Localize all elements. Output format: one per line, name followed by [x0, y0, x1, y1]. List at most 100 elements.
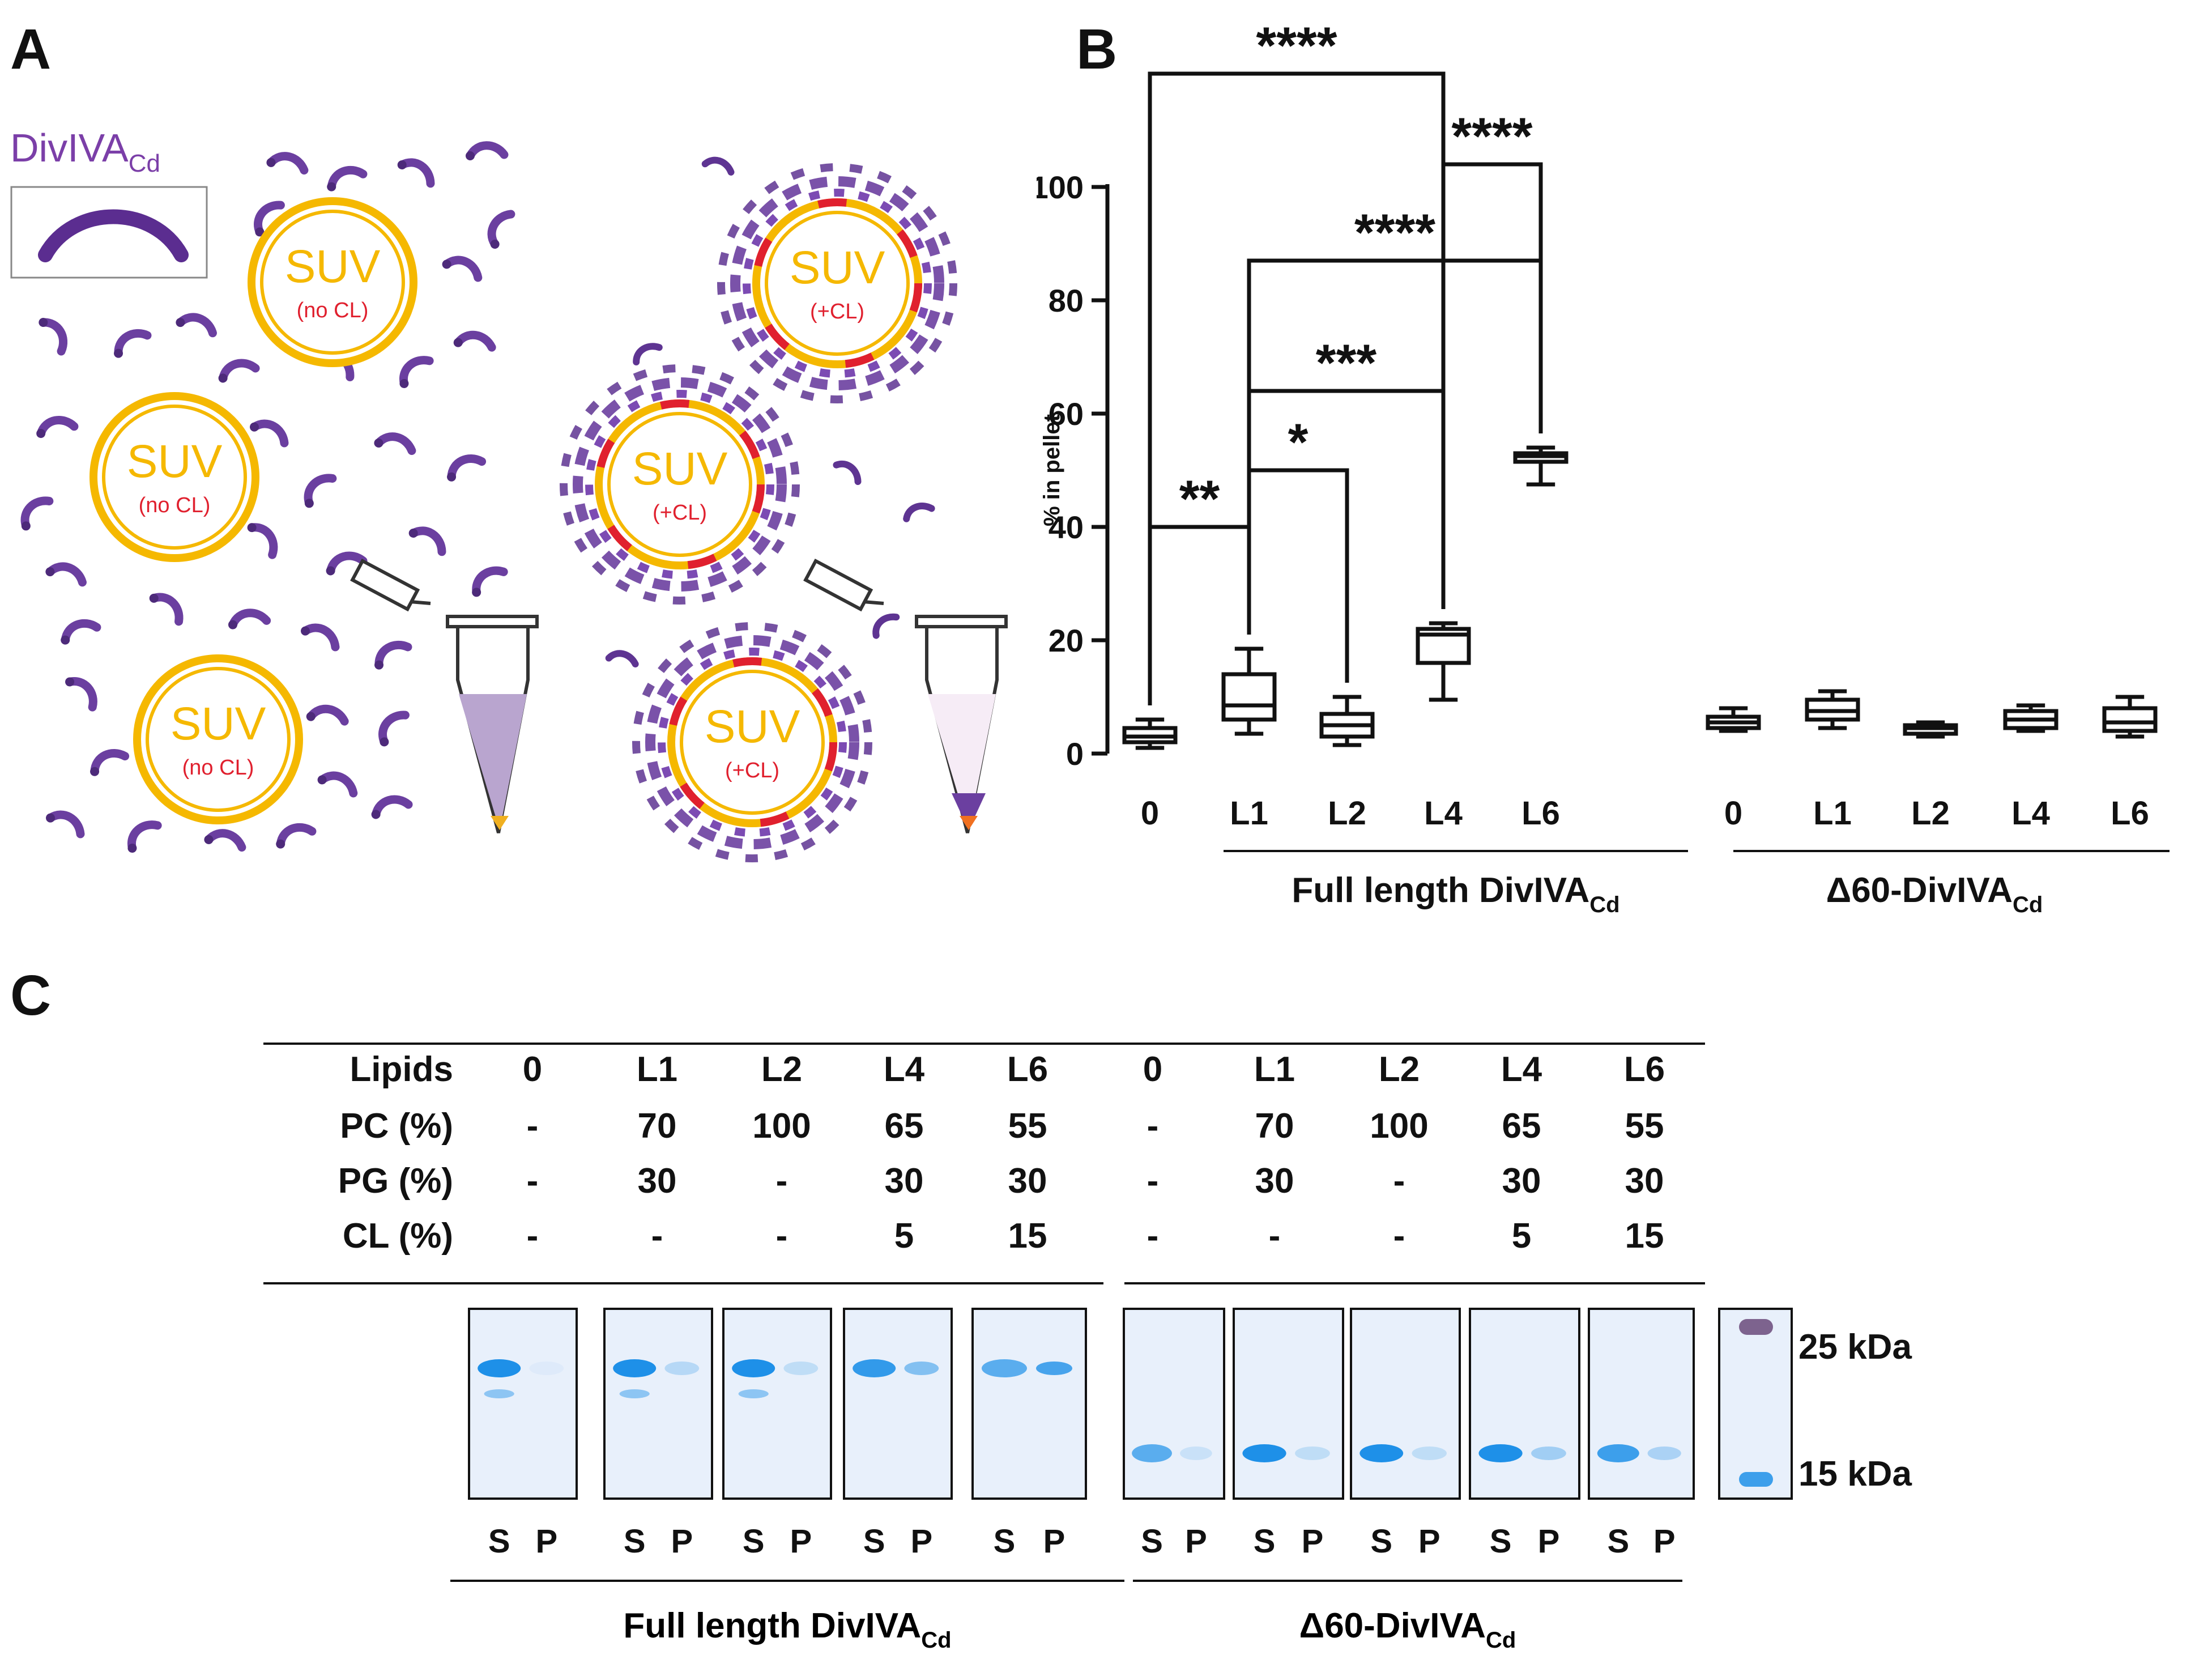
suv-label: SUV [285, 241, 381, 292]
gel-frame [1233, 1308, 1344, 1500]
table-cell: - [1393, 1162, 1405, 1201]
band-minor [738, 1389, 769, 1398]
table-cell: - [527, 1107, 539, 1146]
table-cell: 30 [885, 1162, 924, 1201]
suv-label: SUV [790, 242, 885, 293]
lane-label-p: P [1043, 1523, 1065, 1560]
band-pellet [1180, 1446, 1212, 1460]
suv-plus-cl-3: SUV (+CL) [632, 622, 872, 862]
table-cell: 0 [523, 1050, 542, 1089]
y-tick-label: 100 [1037, 169, 1084, 205]
table-cell: L4 [1501, 1050, 1542, 1089]
lane-label-s: S [624, 1523, 646, 1560]
box-6 [1805, 689, 1860, 730]
table-cell: 70 [638, 1107, 677, 1146]
table-row-label: PG (%) [338, 1162, 453, 1201]
table-cell: L2 [1379, 1050, 1420, 1089]
lane-label-s: S [1370, 1523, 1392, 1560]
sig-bracket-4: **** [1441, 108, 1543, 609]
cl-label: (+CL) [653, 501, 707, 525]
lane-label-p: P [1653, 1523, 1676, 1560]
x-category-label: L1 [1230, 795, 1268, 832]
lane-label-p: P [1302, 1523, 1324, 1560]
sig-bracket-1: * [1247, 414, 1349, 683]
suv-label: SUV [127, 436, 223, 487]
table-cell: 55 [1625, 1107, 1664, 1146]
lane-label-s: S [994, 1523, 1016, 1560]
protein-structure-inset [10, 186, 208, 279]
band-supernatant [982, 1359, 1027, 1377]
box-4 [1513, 445, 1569, 487]
box-0 [1122, 717, 1178, 750]
x-category-label: 0 [1141, 795, 1159, 832]
lane-label-p: P [910, 1523, 932, 1560]
band-supernatant [613, 1359, 657, 1377]
protein-structure-icon [38, 209, 189, 262]
table-cell: 5 [1512, 1216, 1531, 1256]
tube-plus-cl [803, 558, 1008, 833]
table-cell: L6 [1007, 1050, 1048, 1089]
x-category-label: L4 [1424, 795, 1463, 832]
table-cell: L4 [884, 1050, 925, 1089]
y-tick-label: 0 [1066, 736, 1084, 772]
table-cell: - [1147, 1162, 1159, 1201]
band-pellet [1647, 1446, 1681, 1460]
y-tick-label: 20 [1049, 623, 1084, 658]
lane-label-p: P [1538, 1523, 1560, 1560]
panel-c-label: C [10, 964, 52, 1027]
lane-label-p: P [1185, 1523, 1207, 1560]
table-cell: - [1147, 1216, 1159, 1256]
table-cell: 100 [752, 1107, 811, 1146]
sig-bracket-5: **** [1148, 17, 1446, 705]
table-cell: 55 [1008, 1107, 1047, 1146]
table-cell: 15 [1008, 1216, 1047, 1256]
x-group-label: Full length DivIVACd [1292, 871, 1619, 917]
sig-stars: * [1288, 414, 1309, 471]
box-iqr [2102, 706, 2158, 733]
band-pellet [529, 1362, 564, 1375]
divIVA-label: DivIVACd [10, 126, 160, 177]
gel-frame [603, 1308, 713, 1500]
sig-stars: **** [1354, 204, 1435, 262]
x-group-label: Δ60-DivIVACd [1826, 871, 2043, 917]
table-cell: 30 [1255, 1162, 1294, 1201]
gel-frame [843, 1308, 953, 1500]
sig-stars: ** [1179, 470, 1220, 528]
table-cell: 65 [1502, 1107, 1541, 1146]
box-7 [1903, 720, 1958, 739]
band-pellet [1036, 1362, 1072, 1375]
table-cell: 65 [885, 1107, 924, 1146]
table-cell: 30 [1502, 1162, 1541, 1201]
table-cell: - [1147, 1107, 1159, 1146]
table-cell: 30 [638, 1162, 677, 1201]
lane-label-p: P [671, 1523, 693, 1560]
cl-label: (+CL) [725, 759, 779, 782]
panel-a-illustration: DivIVACd [10, 126, 1008, 862]
sig-bracket-line [1441, 162, 1543, 609]
table-cell: - [1269, 1216, 1281, 1256]
x-category-label: L2 [1911, 795, 1950, 832]
table-cell: L1 [1254, 1050, 1295, 1089]
band-supernatant [1132, 1444, 1172, 1462]
x-category-label: L2 [1328, 795, 1366, 832]
band-pellet [904, 1362, 939, 1375]
group-label-delta60: Δ60-DivIVACd [1299, 1606, 1516, 1653]
sig-stars: *** [1316, 334, 1377, 392]
table-cell: L6 [1624, 1050, 1665, 1089]
band-pellet [1531, 1446, 1566, 1460]
gel-frame [468, 1308, 578, 1500]
suv-label: SUV [171, 698, 266, 750]
marker-25kda: 25 kDa [1798, 1328, 1912, 1367]
x-category-label: L6 [2111, 795, 2149, 832]
sig-stars: **** [1256, 17, 1337, 75]
sig-bracket-line [1148, 71, 1446, 705]
y-tick-label: 40 [1049, 509, 1084, 545]
table-cell: 70 [1255, 1107, 1294, 1146]
gel-frame [1469, 1308, 1580, 1500]
